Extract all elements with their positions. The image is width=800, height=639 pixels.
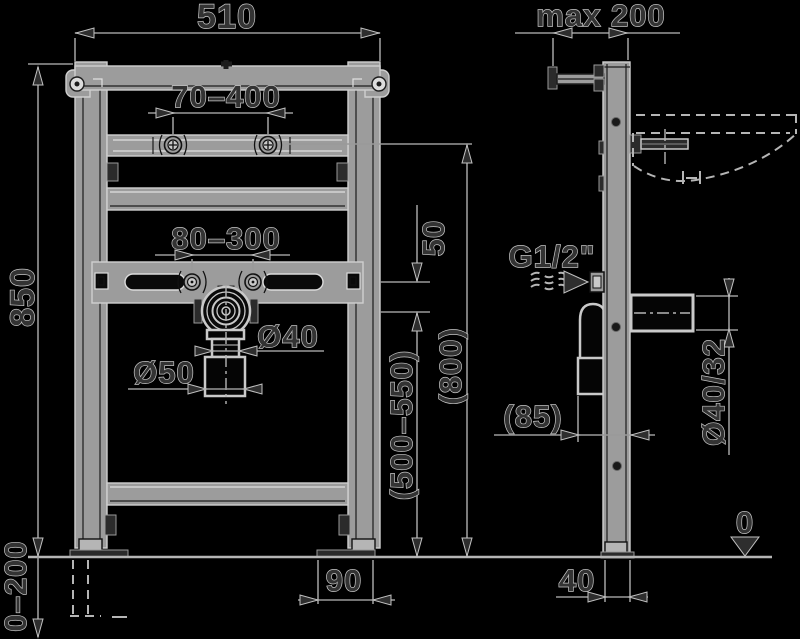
dim-drain-diameter: Ø40 <box>257 319 319 354</box>
arrowhead <box>32 537 44 558</box>
side-view <box>530 61 797 559</box>
arrowhead <box>242 383 263 395</box>
rail-clip <box>104 514 117 536</box>
faucet-crossbar <box>106 134 349 157</box>
center-mark <box>221 60 232 69</box>
extended-leg-dashed <box>70 560 127 618</box>
dim-waste-pipe: Ø40/32 <box>696 338 731 446</box>
rail-clip <box>338 514 351 536</box>
water-wave <box>530 277 567 285</box>
bracket-knob <box>547 66 558 90</box>
dim-faucet-height: (800) <box>433 327 468 404</box>
right-foot-insert <box>351 538 376 552</box>
arrowhead <box>411 262 423 283</box>
arrowhead <box>587 591 608 603</box>
dim-faucet-bolt-spacing: 70–400 <box>171 79 280 114</box>
arrowhead <box>32 65 44 86</box>
label-water-connection: G1/2" <box>509 239 596 274</box>
arrowhead <box>237 345 258 357</box>
faucet-bolt-right <box>253 134 283 156</box>
stud-nut <box>629 134 642 154</box>
basin-bolt-left <box>177 270 207 294</box>
left-rail <box>74 61 108 549</box>
water-arrow <box>563 270 590 294</box>
basin-bolt-right <box>238 270 268 294</box>
arrowhead <box>155 107 176 119</box>
dim-leg-adjustment: 0–200 <box>0 540 33 631</box>
dim-frame-width: 510 <box>197 0 257 36</box>
dim-wall-offset: max 200 <box>536 0 665 33</box>
label-floor-level: 0 <box>736 505 754 540</box>
basin-drain-marks <box>682 171 701 184</box>
right-rail <box>347 61 381 549</box>
dimensions <box>28 27 738 639</box>
arrowhead <box>187 383 208 395</box>
rail-clip <box>106 162 119 182</box>
profile-hole <box>611 117 621 127</box>
faucet-bolt-left <box>158 134 188 156</box>
arrowhead <box>411 537 423 558</box>
arrowhead <box>411 311 423 332</box>
arrowhead <box>250 249 271 261</box>
arrowhead <box>552 27 573 39</box>
arrowhead <box>299 594 320 606</box>
dim-basin-bolt-spacing: 80–300 <box>171 221 280 256</box>
washbasin-dashed-outline <box>632 114 797 184</box>
basin-bowl-curve <box>633 133 797 183</box>
profile-foot-insert <box>604 541 628 554</box>
labels: 510 850 0–200 70–400 80–300 50 (500–550)… <box>0 0 754 632</box>
water-connection-fitting <box>530 270 605 294</box>
arrowhead <box>627 591 648 603</box>
arrowhead <box>360 27 381 39</box>
dim-foot-plate: 90 <box>326 563 362 598</box>
arrowhead <box>174 249 195 261</box>
plate-slot-left <box>124 273 186 291</box>
plate-slot-right <box>262 273 324 291</box>
plate-hole-right <box>346 272 361 290</box>
wall-bracket <box>547 64 605 92</box>
profile-hole <box>611 322 621 332</box>
dim-trap-diameter: Ø50 <box>133 355 195 390</box>
arrowhead <box>723 327 735 348</box>
arrowhead <box>32 618 44 639</box>
front-view <box>65 60 390 618</box>
arrowhead <box>629 429 650 441</box>
profile-hole <box>612 461 622 471</box>
floor-datum-triangle <box>730 536 760 557</box>
trap-body <box>576 356 608 396</box>
arrowhead <box>265 107 286 119</box>
plate-hole-left <box>94 272 109 290</box>
dim-frame-height: 850 <box>4 267 42 327</box>
arrowhead <box>560 429 581 441</box>
trap-arch <box>578 302 608 362</box>
dim-trap-offset: (85) <box>503 399 562 434</box>
dim-bolt-drain-offset: 50 <box>416 220 451 256</box>
arrowhead <box>461 537 473 558</box>
water-wave <box>530 283 567 291</box>
middle-rail <box>106 187 349 211</box>
dim-profile-depth: 40 <box>559 563 595 598</box>
left-foot-insert <box>78 538 103 552</box>
trap-pipe-50 <box>203 355 247 398</box>
arrowhead <box>371 594 392 606</box>
dim-drain-height: (500–550) <box>384 350 419 500</box>
basin-stud <box>629 129 689 168</box>
arrowhead <box>608 27 629 39</box>
arrowhead <box>723 278 735 299</box>
arrowhead <box>461 143 473 164</box>
lower-rail <box>106 482 349 506</box>
water-wave <box>530 271 567 279</box>
arrowhead <box>74 27 95 39</box>
rail-clip <box>336 162 349 182</box>
arrowhead <box>194 345 215 357</box>
